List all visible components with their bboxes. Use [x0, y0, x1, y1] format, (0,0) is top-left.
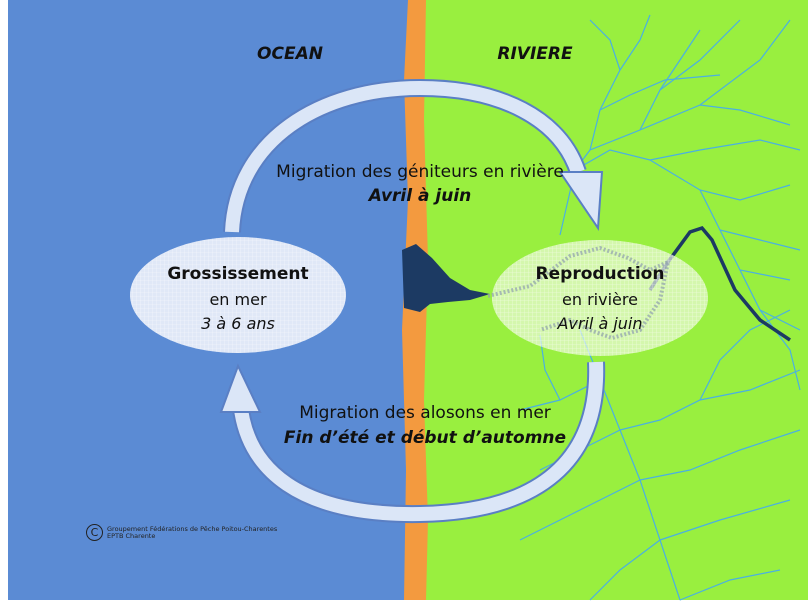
reproduction-title: Reproduction	[535, 264, 665, 284]
estuary-shape	[402, 244, 490, 312]
reproduction-period: Avril à juin	[557, 314, 643, 333]
ocean-label: OCEAN	[257, 44, 323, 64]
upstream-migration-period: Avril à juin	[368, 186, 472, 206]
downstream-migration-period: Fin d’été et début d’automne	[283, 428, 567, 448]
growth-title: Grossissement	[167, 264, 309, 284]
river-label: RIVIERE	[497, 44, 573, 64]
copyright-block: C Groupement Fédérations de Pêche Poitou…	[86, 524, 277, 541]
reproduction-line: en rivière	[562, 290, 638, 309]
copyright-line2: EPTB Charente	[107, 531, 156, 540]
upstream-migration-label: Migration des géniteurs en rivière	[276, 162, 564, 182]
growth-line: en mer	[209, 290, 267, 309]
copyright-icon: C	[86, 524, 103, 541]
river-path-through-oval	[487, 245, 671, 341]
copyright-line1: Groupement Fédérations de Pêche Poitou-C…	[107, 524, 278, 533]
downstream-migration-label: Migration des alosons en mer	[299, 403, 551, 423]
growth-period: 3 à 6 ans	[201, 314, 275, 333]
